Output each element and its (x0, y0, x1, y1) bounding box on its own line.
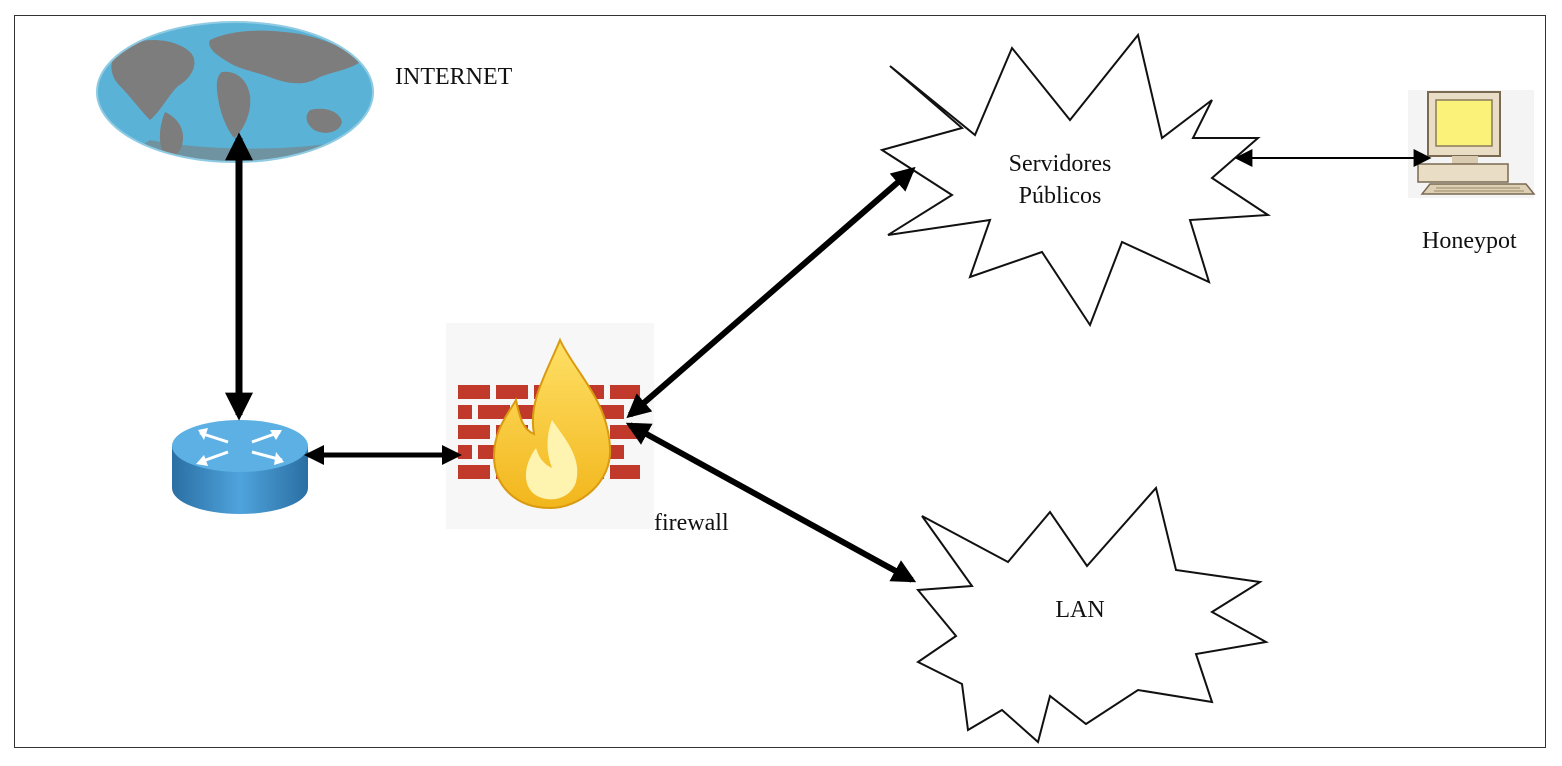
internet-label: INTERNET (395, 64, 513, 90)
firewall-label: firewall (654, 510, 729, 536)
lan-cloud (915, 485, 1269, 744)
honeypot-label: Honeypot (1422, 228, 1517, 254)
world-map-icon (96, 21, 374, 163)
edge-firewall-servidores (626, 166, 916, 419)
lan-label: LAN (1055, 597, 1105, 623)
firewall-icon (446, 323, 654, 529)
servidores-label-line2: Públicos (1018, 183, 1102, 209)
computer-icon (1408, 90, 1536, 198)
servidores-label-line1: Servidores (1008, 151, 1112, 177)
servidores-publicos-label: Servidores Públicos (960, 148, 1160, 212)
edge-firewall-lan (625, 422, 917, 583)
router-icon (172, 420, 308, 514)
